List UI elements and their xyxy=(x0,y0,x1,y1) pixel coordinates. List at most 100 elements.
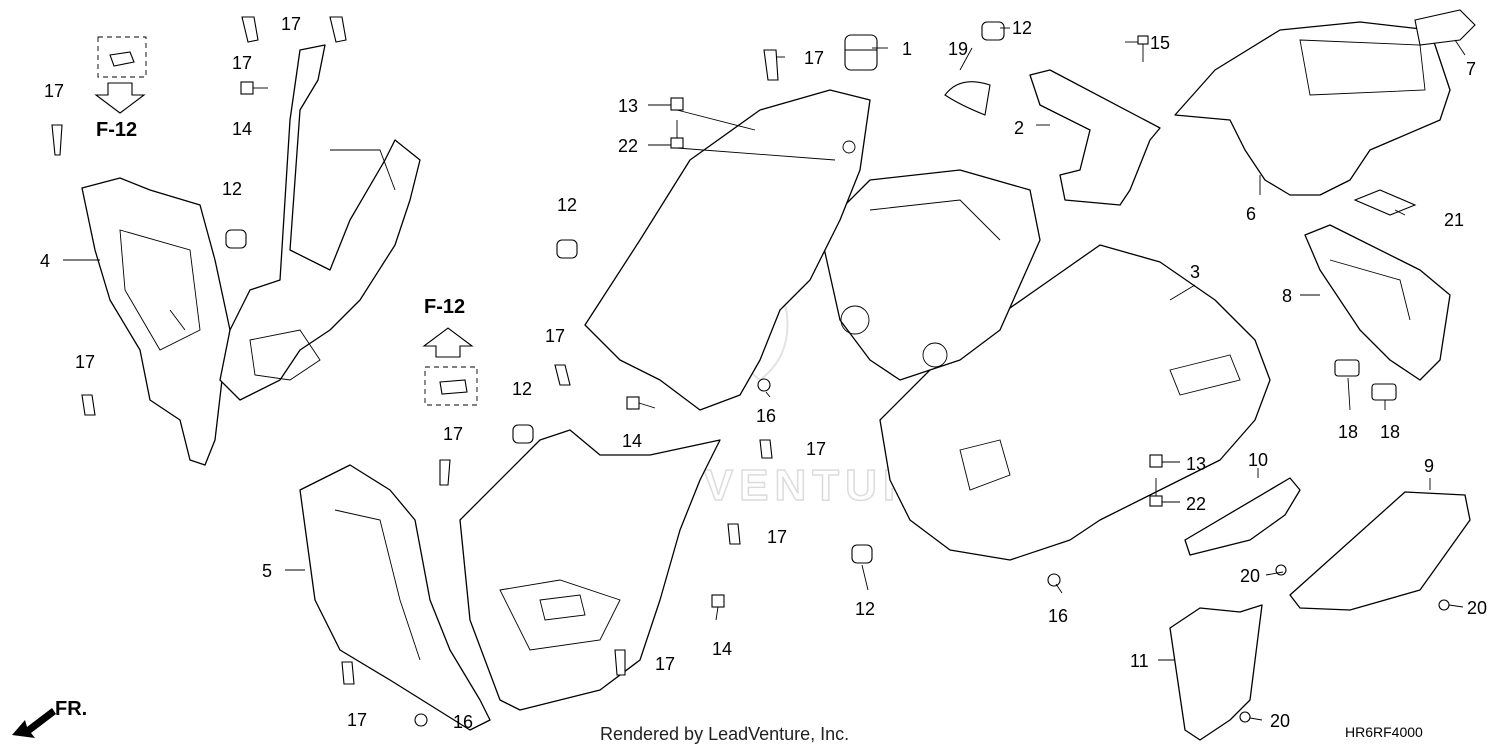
callout-7: 7 xyxy=(1466,59,1476,79)
part-11-lower-side-cover[interactable] xyxy=(1169,604,1263,741)
part-1-grommet[interactable] xyxy=(844,34,878,71)
f12-detail-box-mid xyxy=(424,366,478,406)
callout-14-b: 14 xyxy=(622,431,642,451)
callout-12-c: 12 xyxy=(557,195,577,215)
part-12-rubber-e[interactable] xyxy=(981,21,1005,41)
front-direction-arrow xyxy=(12,708,56,738)
callout-12-d: 12 xyxy=(512,379,532,399)
part-14-bolt-c[interactable] xyxy=(711,594,725,621)
part-17-clip-h[interactable] xyxy=(759,439,773,459)
part-17-clip-j[interactable] xyxy=(614,649,626,676)
callout-12-e: 12 xyxy=(855,599,875,619)
part-13-bolt-b[interactable] xyxy=(1149,454,1163,468)
callout-6: 6 xyxy=(1246,204,1256,224)
callout-21: 21 xyxy=(1444,210,1464,230)
part-9-lower-guard[interactable] xyxy=(1289,491,1471,611)
ref-f12-top: F-12 xyxy=(96,119,137,141)
callout-20-a: 20 xyxy=(1240,566,1260,586)
callout-14-c: 14 xyxy=(712,639,732,659)
callout-19: 19 xyxy=(948,39,968,59)
part-8-rear-housing[interactable] xyxy=(1304,224,1451,381)
part-16-nut-a[interactable] xyxy=(757,378,771,392)
part-22-bolt-a[interactable] xyxy=(670,120,684,149)
f12-detail-box-top xyxy=(97,36,147,78)
callout-18-a: 18 xyxy=(1338,422,1358,442)
part-2-bracket[interactable] xyxy=(1029,69,1161,206)
callout-10: 10 xyxy=(1248,450,1268,470)
callout-8: 8 xyxy=(1282,286,1292,306)
callout-20-c: 20 xyxy=(1270,711,1290,731)
part-12-rubber-a[interactable] xyxy=(225,229,247,249)
part-17-clip-d[interactable] xyxy=(763,49,779,81)
callout-17-g: 17 xyxy=(443,424,463,444)
part-20-screw-c[interactable] xyxy=(1239,711,1251,723)
callout-17-i: 17 xyxy=(767,527,787,547)
part-17-clip-i[interactable] xyxy=(727,523,741,545)
part-17-clip-g[interactable] xyxy=(439,459,451,486)
part-13-bolt-a[interactable] xyxy=(670,97,684,111)
callout-16-b: 16 xyxy=(1048,606,1068,626)
callout-13-b: 13 xyxy=(1186,454,1206,474)
callout-17-k: 17 xyxy=(347,710,367,730)
callout-labels: 1 2 3 4 5 6 7 8 9 10 11 12 12 12 12 12 1… xyxy=(40,14,1487,732)
part-12-rubber-c[interactable] xyxy=(512,424,534,444)
part-10-side-strip[interactable] xyxy=(1184,477,1301,556)
part-17-clip-a[interactable] xyxy=(51,124,63,156)
callout-12-b: 12 xyxy=(222,179,242,199)
callout-17-j: 17 xyxy=(655,654,675,674)
callout-4: 4 xyxy=(40,251,50,271)
callout-16-c: 16 xyxy=(453,712,473,732)
callout-3: 3 xyxy=(1190,262,1200,282)
callout-17-c: 17 xyxy=(281,14,301,34)
part-17-clip-f[interactable] xyxy=(554,364,571,386)
main-front-fender[interactable] xyxy=(584,89,871,411)
callout-9: 9 xyxy=(1424,456,1434,476)
part-3-rear-fender[interactable] xyxy=(879,244,1271,561)
render-credit: Rendered by LeadVenture, Inc. xyxy=(600,724,849,744)
part-20-screw-a[interactable] xyxy=(1275,564,1287,576)
center-frame-carrier[interactable] xyxy=(819,169,1041,381)
part-4-left-side-cover[interactable] xyxy=(81,177,231,466)
callout-18-b: 18 xyxy=(1380,422,1400,442)
callout-17-d: 17 xyxy=(804,48,824,68)
callout-17-e: 17 xyxy=(75,352,95,372)
part-14-bolt-a[interactable] xyxy=(240,81,268,95)
part-17-clip-c[interactable] xyxy=(329,16,347,43)
part-17-clip-b[interactable] xyxy=(241,16,259,43)
part-17-clip-k[interactable] xyxy=(341,661,355,685)
part-17-clip-e[interactable] xyxy=(81,394,96,416)
part-20-screw-b[interactable] xyxy=(1438,599,1450,611)
ref-f12-mid: F-12 xyxy=(424,296,465,318)
part-12-rubber-d[interactable] xyxy=(851,544,873,564)
callout-17-b: 17 xyxy=(232,53,252,73)
f12-arrow-down xyxy=(94,82,146,114)
part-6-rear-cover[interactable] xyxy=(1174,21,1451,196)
callout-17-h: 17 xyxy=(806,439,826,459)
callout-12-a: 12 xyxy=(1012,18,1032,38)
callout-2: 2 xyxy=(1014,118,1024,138)
front-footrest-panel[interactable] xyxy=(459,429,721,711)
part-18-damper-b[interactable] xyxy=(1371,383,1397,401)
callout-1: 1 xyxy=(902,39,912,59)
part-22-bolt-b[interactable] xyxy=(1149,478,1163,507)
part-5-front-left-cover[interactable] xyxy=(299,464,491,731)
front-direction-label: FR. xyxy=(55,698,87,720)
part-16-nut-b[interactable] xyxy=(1047,573,1061,587)
part-7-clip[interactable] xyxy=(1414,9,1476,46)
part-12-rubber-b[interactable] xyxy=(556,239,578,259)
leader-lines xyxy=(63,27,1466,721)
callout-22-a: 22 xyxy=(618,136,638,156)
part-14-bolt-b[interactable] xyxy=(626,396,656,410)
part-21-band[interactable] xyxy=(1353,189,1417,216)
part-15-bolt[interactable] xyxy=(1137,35,1149,62)
callout-17-a: 17 xyxy=(44,81,64,101)
callout-22-b: 22 xyxy=(1186,494,1206,514)
part-19-clamp[interactable] xyxy=(944,81,991,116)
part-18-damper-a[interactable] xyxy=(1334,359,1360,377)
callout-11: 11 xyxy=(1130,651,1149,671)
f12-arrow-up xyxy=(422,327,474,358)
callout-15: 15 xyxy=(1150,33,1170,53)
left-inner-fender[interactable] xyxy=(219,44,421,401)
part-16-nut-c[interactable] xyxy=(414,713,428,727)
